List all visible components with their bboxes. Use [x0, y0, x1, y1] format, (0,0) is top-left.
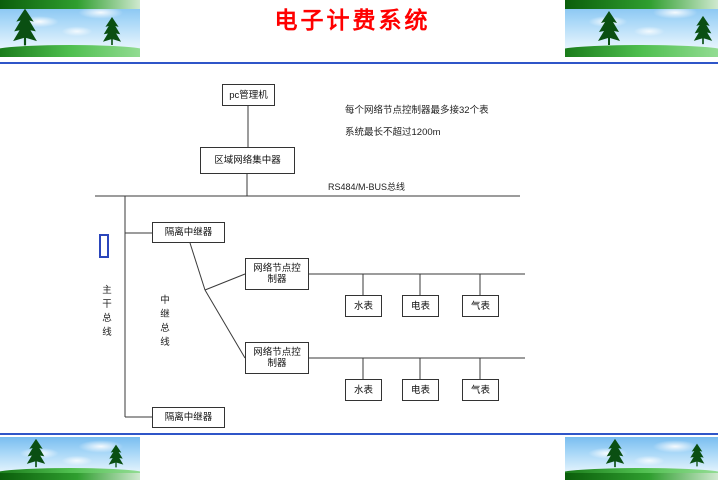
isolating-repeater-bottom-box: 隔离中继器	[152, 407, 225, 428]
tree-icon	[597, 10, 621, 51]
note-max-length: 系统最长不超过1200m	[345, 127, 441, 138]
relay-bus-label: 中继总线	[160, 295, 170, 348]
tree-icon	[689, 442, 705, 473]
tree-icon	[605, 438, 625, 473]
sky-image-top-left	[0, 0, 140, 57]
meter-box-gas-1: 气表	[462, 295, 499, 317]
tree-icon	[102, 17, 122, 50]
wire-junction-to-node2	[204, 289, 246, 359]
node-controller-1-box: 网络节点控制器	[245, 258, 309, 290]
tree-icon	[108, 444, 124, 473]
sky-image-top-right	[565, 0, 718, 57]
sky-image-bottom-right	[565, 437, 718, 480]
isolating-repeater-top-box: 隔离中继器	[152, 222, 225, 243]
divider-line-bottom	[0, 433, 718, 435]
blue-marker	[99, 234, 109, 258]
bus-label: RS484/M-BUS总线	[328, 182, 406, 192]
wire-junction-to-node1	[204, 273, 246, 291]
sky-image-bottom-left	[0, 437, 140, 480]
tree-icon	[12, 8, 38, 51]
tree-icon	[26, 438, 46, 473]
meter-box-water-2: 水表	[345, 379, 382, 401]
meter-box-electric-2: 电表	[402, 379, 439, 401]
note-max-meters: 每个网络节点控制器最多接32个表	[345, 105, 489, 116]
wire-repeater-to-junction	[189, 242, 206, 291]
pc-manager-box: pc管理机	[222, 84, 275, 106]
meter-box-gas-2: 气表	[462, 379, 499, 401]
node-controller-2-box: 网络节点控制器	[245, 342, 309, 374]
meter-box-water-1: 水表	[345, 295, 382, 317]
area-concentrator-box: 区域网络集中器	[200, 147, 295, 174]
slide-title: 电子计费系统	[274, 8, 431, 33]
tree-icon	[693, 15, 713, 50]
meter-box-electric-1: 电表	[402, 295, 439, 317]
trunk-bus-label: 主干总线	[102, 285, 112, 338]
divider-line-top	[0, 62, 718, 64]
